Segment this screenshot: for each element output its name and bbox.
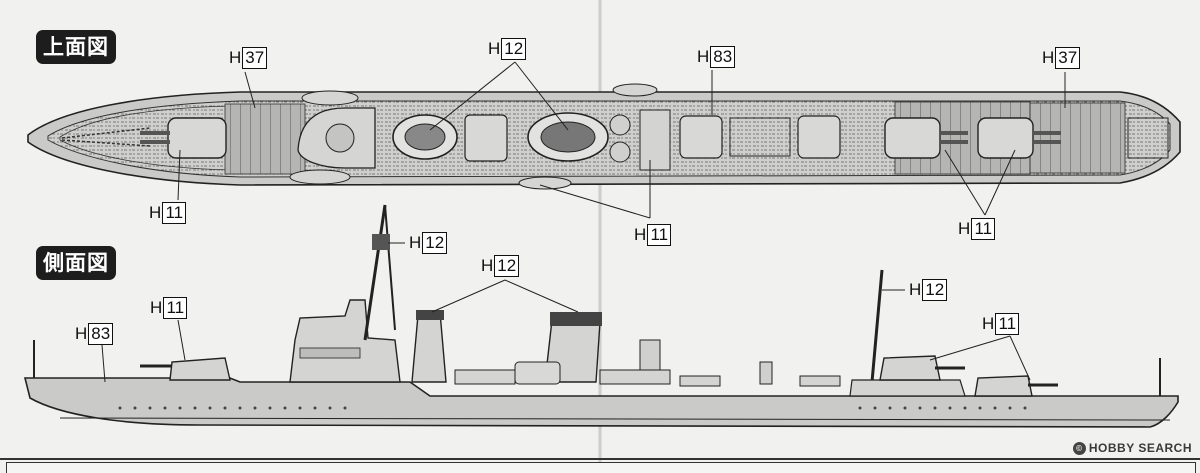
- part-callout-h11-fwd: H 11: [150, 296, 188, 320]
- part-callout-h11-aft: H 11: [982, 312, 1020, 336]
- top-view-heading: 上面図: [36, 30, 116, 64]
- part-number: 83: [710, 46, 736, 68]
- part-letter: H: [909, 280, 922, 299]
- part-letter: H: [75, 324, 88, 343]
- part-callout-h37-left: H 37: [229, 46, 268, 70]
- part-number: 12: [422, 232, 448, 254]
- part-letter: H: [488, 39, 501, 58]
- hobby-search-watermark: © HOBBY SEARCH: [1072, 441, 1192, 455]
- part-number: 11: [995, 313, 1020, 335]
- part-letter: H: [958, 219, 971, 238]
- side-view-heading: 側面図: [36, 246, 116, 280]
- part-number: 11: [647, 224, 672, 246]
- part-number: 11: [162, 202, 187, 224]
- part-callout-h11-left: H 11: [149, 201, 187, 225]
- part-callout-h83-bow: H 83: [75, 322, 114, 346]
- part-letter: H: [697, 47, 710, 66]
- copyright-icon: ©: [1072, 441, 1086, 455]
- part-number: 11: [163, 297, 188, 319]
- part-number: 12: [494, 255, 520, 277]
- part-number: 12: [501, 38, 527, 60]
- part-letter: H: [229, 48, 242, 67]
- page-fold: [598, 0, 602, 473]
- part-callout-h12-aft-mast: H 12: [909, 278, 948, 302]
- part-callout-h11-right: H 11: [958, 217, 996, 241]
- part-callout-h12-top: H 12: [488, 37, 527, 61]
- part-callout-h83-top: H 83: [697, 45, 736, 69]
- part-letter: H: [634, 225, 647, 244]
- part-number: 83: [88, 323, 114, 345]
- part-callout-h37-right: H 37: [1042, 46, 1081, 70]
- part-callout-h12-funnels: H 12: [481, 254, 520, 278]
- part-number: 37: [242, 47, 268, 69]
- part-letter: H: [150, 298, 163, 317]
- part-number: 12: [922, 279, 948, 301]
- part-letter: H: [409, 233, 422, 252]
- divider: [0, 458, 1200, 460]
- part-number: 11: [971, 218, 996, 240]
- part-letter: H: [1042, 48, 1055, 67]
- part-callout-h12-mast: H 12: [409, 231, 448, 255]
- next-panel-edge: [6, 462, 1196, 473]
- part-letter: H: [982, 314, 995, 333]
- part-letter: H: [481, 256, 494, 275]
- part-callout-h11-mid: H 11: [634, 223, 672, 247]
- part-number: 37: [1055, 47, 1081, 69]
- part-letter: H: [149, 203, 162, 222]
- watermark-text: HOBBY SEARCH: [1088, 441, 1192, 455]
